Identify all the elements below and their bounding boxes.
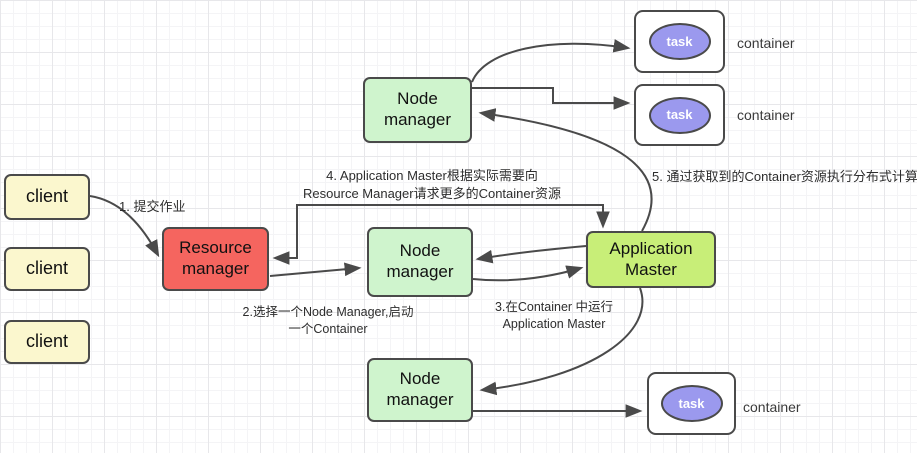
annotation-step-3-line-1: 3.在Container 中运行 <box>494 300 614 314</box>
container-box-bottom: task <box>647 372 736 435</box>
node-manager-bottom: Node manager <box>367 358 473 422</box>
task-ellipse-top: task <box>648 23 711 60</box>
annotation-step-4-line-1: 4. Application Master根据实际需要向 <box>326 168 538 183</box>
annotation-step-2-line-1: 2.选择一个Node Manager,启动 <box>242 305 414 319</box>
node-client-2-label: client <box>25 258 69 279</box>
arrow-node-manager-top-to-container-middle <box>472 87 631 110</box>
task-bottom-label: task <box>678 395 705 411</box>
node-resource-manager: Resource manager <box>162 227 269 291</box>
container-label-middle: container <box>737 107 795 123</box>
arrow-application-master-to-node-manager-bottom <box>479 287 644 396</box>
container-label-top: container <box>737 35 795 51</box>
container-box-top: task <box>634 10 725 73</box>
arrow-client-to-resource-manager <box>89 195 160 258</box>
node-client-2: client <box>4 247 90 291</box>
node-application-master-label: Application Master <box>609 238 693 279</box>
node-resource-manager-label: Resource manager <box>179 238 252 278</box>
node-client-1-label: client <box>25 186 69 207</box>
task-middle-label: task <box>666 107 693 123</box>
node-manager-middle: Node manager <box>367 227 473 297</box>
node-client-1: client <box>4 174 90 220</box>
annotation-step-2: 2.选择一个Node Manager,启动 一个Container <box>230 304 426 338</box>
node-manager-top-label: Node manager <box>383 89 452 129</box>
task-top-label: task <box>666 33 693 49</box>
node-manager-middle-label: Node manager <box>386 241 454 281</box>
node-manager-bottom-label: Node manager <box>386 369 454 409</box>
annotation-step-5: 5. 通过获取到的Container资源执行分布式计算 <box>652 169 917 184</box>
annotation-step-4: 4. Application Master根据实际需要向 Resource Ma… <box>296 167 568 202</box>
arrow-application-master-to-node-manager-top <box>478 108 653 232</box>
arrow-node-manager-middle-to-application-master <box>472 265 584 282</box>
task-ellipse-bottom: task <box>660 385 723 422</box>
annotation-step-2-line-2: 一个Container <box>288 321 368 336</box>
task-ellipse-middle: task <box>648 96 711 134</box>
node-client-3-label: client <box>25 331 69 352</box>
arrow-application-master-to-node-manager-middle <box>475 245 587 264</box>
annotation-step-1: 1. 提交作业 <box>119 199 186 214</box>
node-client-3: client <box>4 320 90 364</box>
container-label-bottom: container <box>743 399 801 415</box>
arrow-node-manager-top-to-container-top <box>471 39 631 83</box>
node-application-master: Application Master <box>586 231 716 288</box>
annotation-step-4-line-2: Resource Manager请求更多的Container资源 <box>303 185 561 201</box>
arrow-application-master-resource-manager-elbow <box>272 204 610 265</box>
container-box-middle: task <box>634 84 725 146</box>
annotation-step-3: 3.在Container 中运行 Application Master <box>488 299 620 333</box>
annotation-step-3-line-2: Application Master <box>502 316 606 331</box>
node-manager-top: Node manager <box>363 77 472 143</box>
arrow-resource-manager-to-node-manager-middle <box>269 262 362 277</box>
